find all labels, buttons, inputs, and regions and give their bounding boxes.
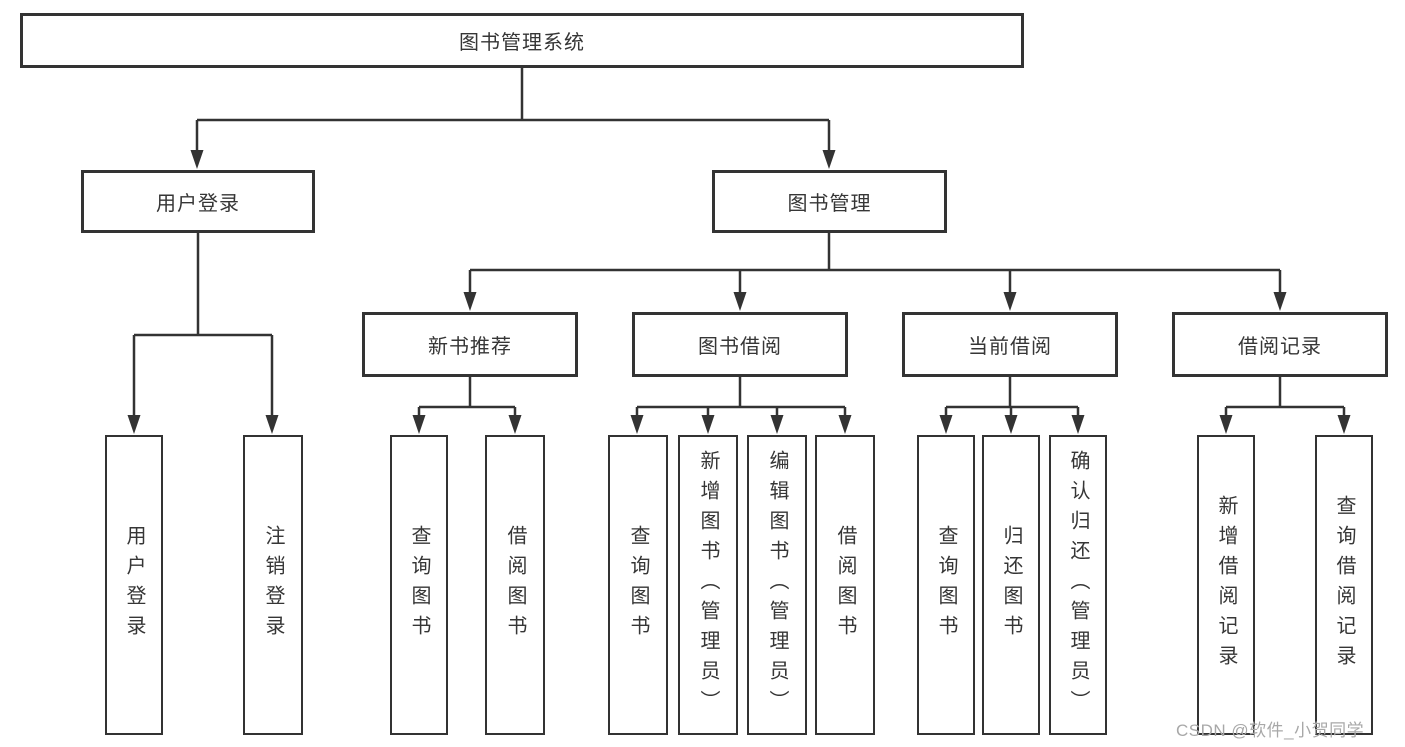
leaf-current-return-books: 归还图书 <box>982 435 1040 735</box>
node-book-borrow: 图书借阅 <box>632 312 848 377</box>
leaf-records-query-record: 查询借阅记录 <box>1315 435 1373 735</box>
leaf-user-login: 用户登录 <box>105 435 163 735</box>
leaf-borrow-add-book-admin: 新增图书（管理员） <box>678 435 738 735</box>
node-current-borrow: 当前借阅 <box>902 312 1118 377</box>
node-library-system: 图书管理系统 <box>20 13 1024 68</box>
csdn-watermark: CSDN @软件_小贺同学 <box>1176 721 1365 740</box>
arrowheads <box>127 150 1351 434</box>
node-borrow-records: 借阅记录 <box>1172 312 1388 377</box>
leaf-newbook-query-books: 查询图书 <box>390 435 448 735</box>
leaf-borrow-borrow-books: 借阅图书 <box>815 435 875 735</box>
leaf-logout: 注销登录 <box>243 435 303 735</box>
leaf-current-query-books: 查询图书 <box>917 435 975 735</box>
node-book-management: 图书管理 <box>712 170 947 233</box>
node-user-login: 用户登录 <box>81 170 315 233</box>
leaf-borrow-query-books: 查询图书 <box>608 435 668 735</box>
leaf-borrow-edit-book-admin: 编辑图书（管理员） <box>747 435 807 735</box>
leaf-current-confirm-return-admin: 确认归还（管理员） <box>1049 435 1107 735</box>
node-new-book-recommend: 新书推荐 <box>362 312 578 377</box>
leaf-records-add-record: 新增借阅记录 <box>1197 435 1255 735</box>
leaf-newbook-borrow-books: 借阅图书 <box>485 435 545 735</box>
